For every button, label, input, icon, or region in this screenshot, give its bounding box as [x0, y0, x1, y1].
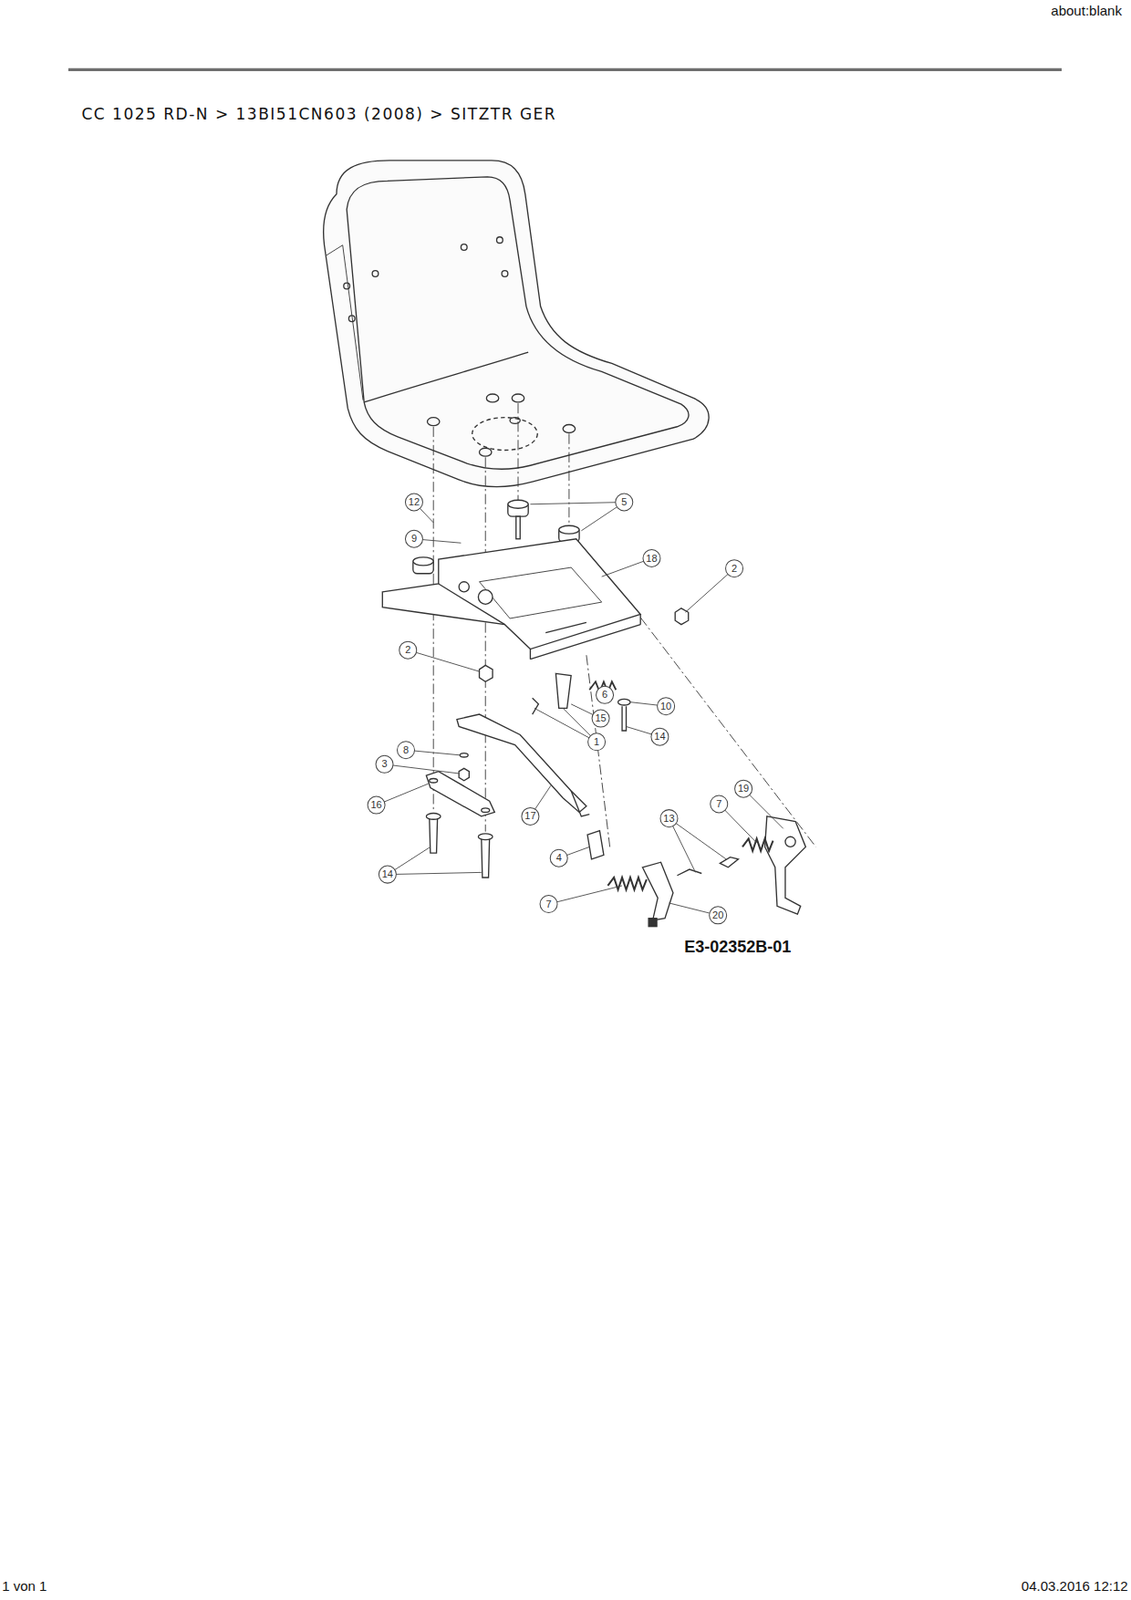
callout-number: 16	[370, 798, 382, 810]
callout-number: 20	[712, 909, 724, 921]
callout-number: 1	[593, 736, 600, 748]
seat-drawing	[323, 160, 817, 927]
callout-number: 13	[663, 812, 675, 824]
drawing-number: E3-02352B-01	[684, 938, 791, 957]
page-count: 1 von 1	[1, 1578, 47, 1595]
callout-number: 19	[737, 782, 749, 794]
callout-number: 3	[381, 757, 387, 769]
callout-circles	[367, 493, 753, 924]
callout-number: 7	[715, 798, 722, 810]
callout-number: 9	[411, 532, 417, 544]
callout-number: 12	[408, 496, 420, 508]
callout-number: 7	[545, 898, 551, 910]
callout-number: 4	[556, 851, 562, 863]
browser-url: about:blank	[1050, 3, 1122, 20]
callout-number: 15	[594, 712, 606, 724]
header-rule	[68, 68, 1062, 72]
callout-number: 14	[382, 868, 394, 880]
print-date: 04.03.2016 12:12	[1021, 1578, 1129, 1595]
callout-number: 18	[645, 552, 657, 564]
callout-number: 17	[524, 809, 536, 821]
callout-number: 2	[731, 562, 737, 574]
callout-number: 5	[621, 496, 627, 508]
callout-number: 6	[601, 688, 608, 700]
leader-lines	[376, 502, 784, 916]
callout-number: 8	[403, 744, 409, 756]
breadcrumb-title: CC 1025 RD-N > 13BI51CN603 (2008) > SITZ…	[81, 105, 557, 124]
callout-number: 10	[660, 700, 672, 712]
callout-number: 2	[404, 643, 411, 655]
callout-number: 14	[653, 730, 665, 742]
